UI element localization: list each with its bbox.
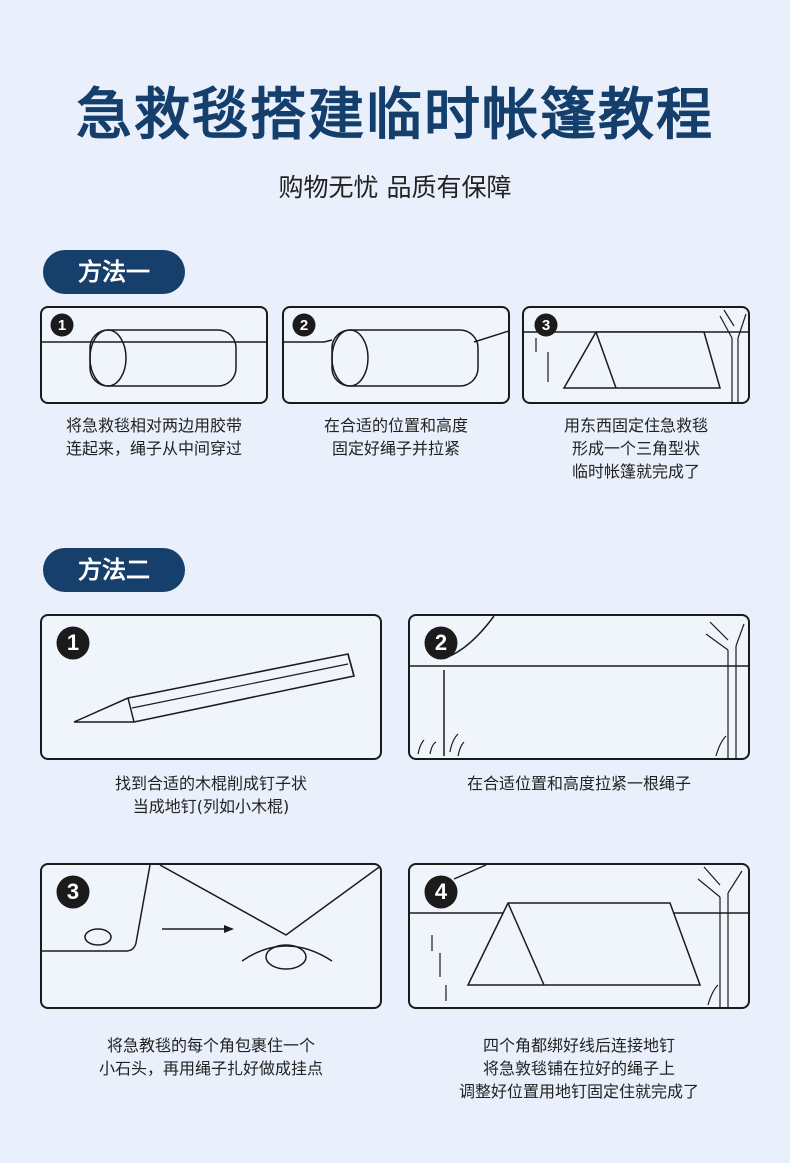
method-2-step-3-panel: 3: [40, 863, 382, 1009]
method-1-step-3-caption: 用东西固定住急救毯 形成一个三角型状 临时帐篷就完成了: [522, 414, 750, 483]
method-2-label: 方法二: [43, 548, 185, 592]
svg-text:1: 1: [58, 317, 66, 334]
caption-line: 形成一个三角型状: [571, 439, 700, 458]
method-1-step-1-caption: 将急救毯相对两边用胶带 连起来，绳子从中间穿过: [40, 414, 268, 460]
caption-line: 临时帐篷就完成了: [571, 462, 700, 481]
method-1-label: 方法一: [43, 250, 185, 294]
svg-text:2: 2: [435, 630, 447, 655]
caption-line: 用东西固定住急救毯: [563, 416, 708, 435]
step-number-icon: 3: [56, 875, 90, 909]
caption-line: 将急教毯的每个角包裹住一个: [106, 1036, 315, 1055]
step-number-icon: 2: [424, 626, 458, 660]
caption-line: 固定好绳子并拉紧: [331, 439, 460, 458]
caption-line: 当成地钉(列如小木棍): [132, 797, 290, 816]
page-title: 急救毯搭建临时帐篷教程: [76, 83, 714, 148]
caption-line: 在合适位置和高度拉紧一根绳子: [466, 774, 691, 793]
caption-line: 在合适的位置和高度: [323, 416, 468, 435]
method-2-step-2-panel: 2: [408, 614, 750, 760]
method-1-step-2-panel: 2: [282, 306, 510, 404]
method-2-step-1-panel: 1: [40, 614, 382, 760]
method-2-step-3-illustration: [42, 865, 380, 970]
method-1-step-2-caption: 在合适的位置和高度 固定好绳子并拉紧: [282, 414, 510, 460]
method-1-step-1-illustration: [42, 329, 266, 387]
step-number-icon: 4: [424, 875, 458, 909]
caption-line: 连起来，绳子从中间穿过: [65, 439, 242, 458]
method-1-step-1-panel: 1: [40, 306, 268, 404]
step-number-icon: 2: [292, 313, 316, 337]
method-1-step-2-illustration: [284, 329, 508, 387]
svg-text:3: 3: [67, 879, 79, 904]
caption-line: 四个角都绑好线后连接地钉: [482, 1036, 675, 1055]
step-number-icon: 3: [534, 313, 558, 337]
method-2-step-1-illustration: [73, 653, 355, 723]
caption-line: 调整好位置用地钉固定住就完成了: [458, 1082, 699, 1101]
method-2-step-2-illustration: [410, 616, 748, 758]
method-2-step-2-caption: 在合适位置和高度拉紧一根绳子: [408, 772, 750, 795]
step-number-icon: 1: [56, 626, 90, 660]
svg-text:3: 3: [542, 317, 550, 334]
caption-line: 小石头，再用绳子扎好做成挂点: [98, 1059, 323, 1078]
caption-line: 找到合适的木棍削成钉子状: [114, 774, 307, 793]
svg-text:1: 1: [67, 630, 79, 655]
method-1-step-3-illustration: [524, 309, 748, 402]
method-2-step-3-caption: 将急教毯的每个角包裹住一个 小石头，再用绳子扎好做成挂点: [40, 1034, 382, 1080]
caption-line: 将急救毯相对两边用胶带: [65, 416, 242, 435]
method-2-step-4-caption: 四个角都绑好线后连接地钉 将急敦毯铺在拉好的绳子上 调整好位置用地钉固定住就完成…: [408, 1034, 750, 1103]
method-1-step-3-panel: 3: [522, 306, 750, 404]
svg-text:4: 4: [435, 879, 448, 904]
page-subtitle: 购物无忧 品质有保障: [278, 173, 512, 202]
method-2-step-4-panel: 4: [408, 863, 750, 1009]
caption-line: 将急敦毯铺在拉好的绳子上: [482, 1059, 675, 1078]
svg-text:2: 2: [300, 317, 308, 334]
method-2-step-1-caption: 找到合适的木棍削成钉子状 当成地钉(列如小木棍): [40, 772, 382, 818]
method-2-step-4-illustration: [410, 865, 748, 1007]
step-number-icon: 1: [50, 313, 74, 337]
